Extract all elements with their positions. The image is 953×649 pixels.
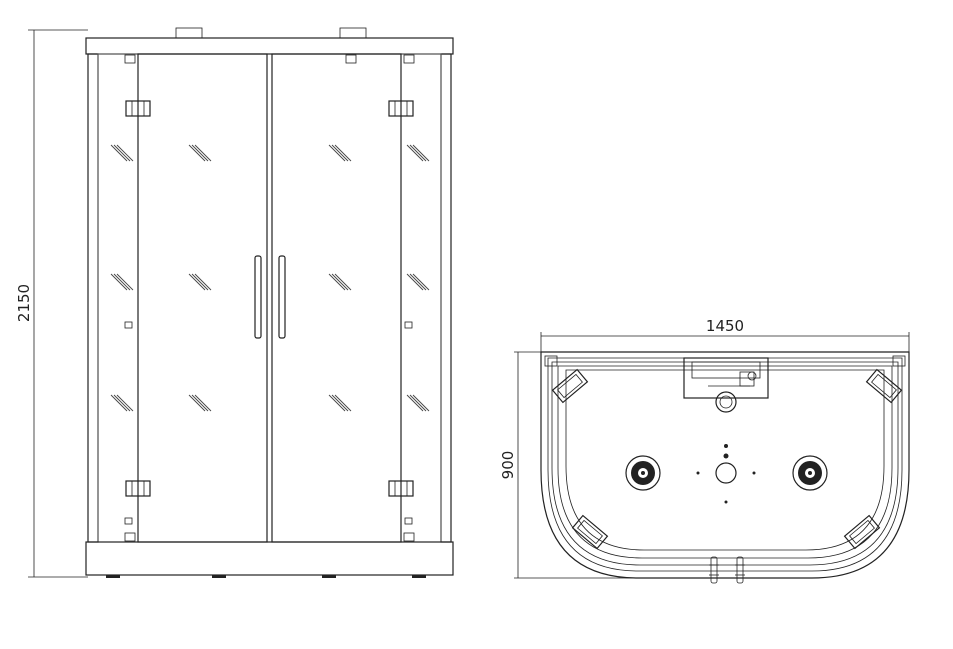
width-dimension: 1450 xyxy=(540,317,910,358)
roof-fitting-left xyxy=(175,27,203,39)
drain xyxy=(696,444,756,504)
handle-left xyxy=(254,255,262,339)
roof-panel xyxy=(85,37,454,55)
door-handles-top xyxy=(709,556,745,584)
corner-fittings xyxy=(544,355,906,550)
depth-label: 900 xyxy=(499,451,517,480)
enclosure-glass-inner xyxy=(557,365,893,559)
foot-massage-left xyxy=(625,455,661,491)
hinges xyxy=(125,100,414,497)
side-panel-right xyxy=(400,53,442,543)
base-tray xyxy=(85,541,454,576)
basin-inner xyxy=(565,369,885,551)
side-panel-left xyxy=(97,53,139,543)
foot-massage-right xyxy=(792,455,828,491)
clips xyxy=(124,54,415,542)
control-panel xyxy=(683,357,769,413)
tray-outline-inner xyxy=(547,357,903,572)
frame-left xyxy=(87,53,99,543)
handle-right xyxy=(278,255,286,339)
feet xyxy=(106,575,426,578)
front-view: 2150 xyxy=(15,27,454,578)
height-dimension: 2150 xyxy=(15,29,88,578)
top-view: 1450 900 xyxy=(499,317,910,584)
enclosure-glass-outer xyxy=(551,361,899,566)
height-label: 2150 xyxy=(15,284,33,322)
door-right xyxy=(271,53,402,543)
tray-outline-outer xyxy=(540,351,910,579)
glass-reflections xyxy=(110,144,430,412)
width-label: 1450 xyxy=(706,317,744,335)
depth-dimension: 900 xyxy=(499,351,640,579)
door-left xyxy=(137,53,268,543)
frame-right xyxy=(440,53,452,543)
roof-fitting-right xyxy=(339,27,367,39)
